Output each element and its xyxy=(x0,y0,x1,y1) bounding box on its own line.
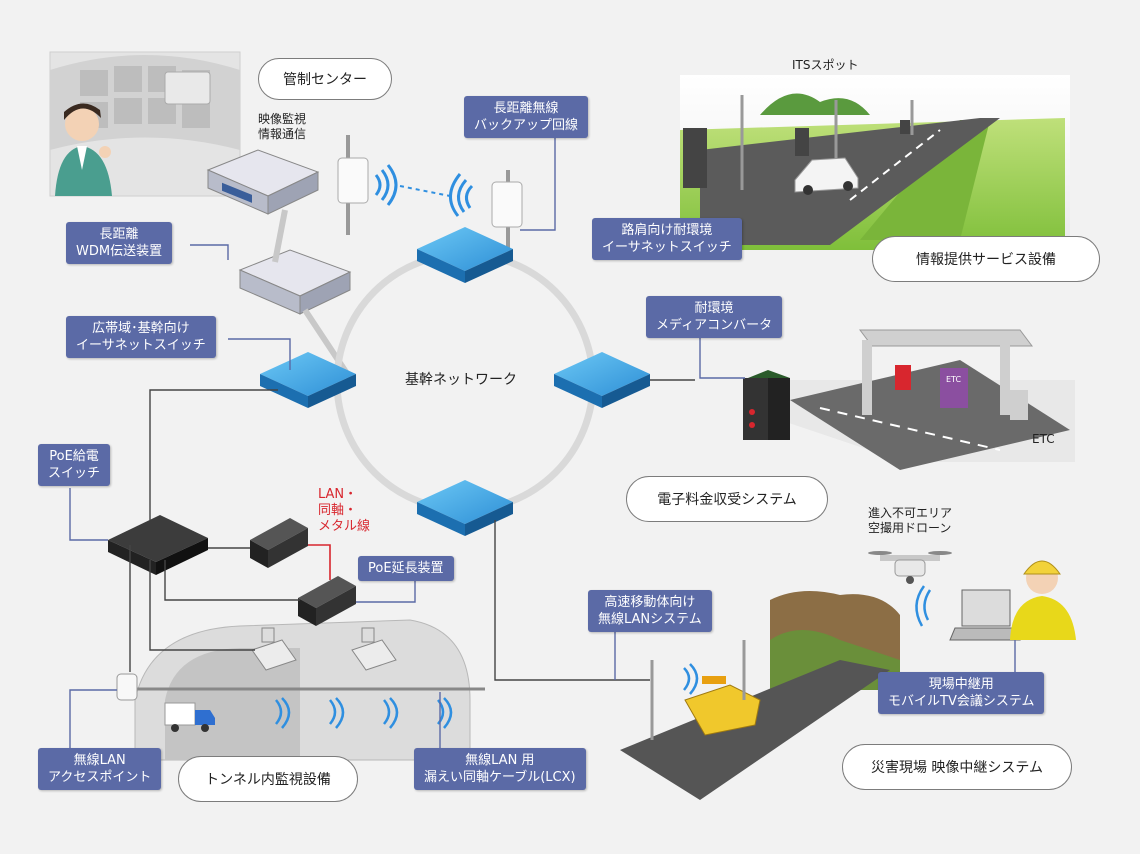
switch-right xyxy=(554,352,650,408)
oval-disaster: 災害現場 映像中継システム xyxy=(842,744,1072,790)
etc-gate-illustration xyxy=(780,329,1075,470)
media-converter-device xyxy=(743,370,790,440)
connection-lines xyxy=(129,379,695,681)
etc-gate-sign: ETC xyxy=(946,375,962,384)
oval-tunnel: トンネル内監視設備 xyxy=(178,756,358,802)
poe-extender-device-1 xyxy=(250,518,308,568)
label-roadside-switch: 路肩向け耐環境 イーサネットスイッチ xyxy=(592,218,742,260)
label-backup-wireless: 長距離無線 バックアップ回線 xyxy=(464,96,589,138)
field-worker-illustration xyxy=(949,560,1076,641)
operator-head xyxy=(65,107,99,141)
red-cable-line xyxy=(308,544,331,580)
poe-switch-device xyxy=(108,515,208,575)
tunnel-truck xyxy=(164,702,215,732)
label-poe-extender: PoE延長装置 xyxy=(358,556,454,581)
backbone-label: 基幹ネットワーク xyxy=(405,372,517,388)
callout-lines xyxy=(69,135,1016,748)
mobile-van xyxy=(684,676,761,736)
operator-body xyxy=(55,146,112,196)
switch-bottom xyxy=(417,480,513,536)
drone-label: 進入不可エリア 空撮用ドローン xyxy=(868,506,953,535)
label-wdm: 長距離 WDM伝送装置 xyxy=(66,222,173,264)
tunnel-illustration xyxy=(130,619,485,761)
label-mobile-tv: 現場中継用 モバイルTV会議システム xyxy=(878,672,1045,714)
cctv-camera-1 xyxy=(251,627,297,671)
antenna-right xyxy=(491,170,523,250)
wireless-signal-icon xyxy=(374,164,474,217)
disaster-road xyxy=(620,660,890,800)
cable-types-label: LAN・ 同軸・ メタル線 xyxy=(318,487,371,534)
rack-server-2 xyxy=(238,249,352,315)
drone-illustration xyxy=(868,551,952,584)
rack-server-1 xyxy=(206,149,320,215)
label-media-converter: 耐環境 メディアコンバータ xyxy=(646,296,783,338)
its-highway-illustration xyxy=(680,75,1070,250)
label-lcx: 無線LAN 用 漏えい同軸ケーブル(LCX) xyxy=(414,748,586,790)
disaster-scene-illustration xyxy=(620,591,900,800)
cctv-camera-2 xyxy=(351,627,397,671)
oval-etc-system: 電子料金収受システム xyxy=(626,476,828,522)
label-high-speed-lan: 高速移動体向け 無線LANシステム xyxy=(588,590,712,632)
poe-extender-device-2 xyxy=(298,576,356,626)
label-wireless-ap: 無線LAN アクセスポイント xyxy=(38,748,162,790)
switch-top xyxy=(417,227,513,283)
its-car xyxy=(794,157,859,195)
switch-left xyxy=(260,352,356,408)
antenna-left xyxy=(337,135,369,235)
wireless-ap-device xyxy=(116,673,138,701)
video-monitoring-label: 映像監視 情報通信 xyxy=(258,112,307,141)
roadside-switch-device xyxy=(683,128,707,188)
its-spot-label: ITSスポット xyxy=(792,58,859,72)
etc-label: ETC xyxy=(1032,432,1055,446)
oval-info-service: 情報提供サービス設備 xyxy=(872,236,1100,282)
label-broadband-switch: 広帯域･基幹向け イーサネットスイッチ xyxy=(66,316,216,358)
label-poe-switch: PoE給電 スイッチ xyxy=(38,444,111,486)
oval-control-center: 管制センター xyxy=(258,58,392,100)
control-room-illustration xyxy=(49,51,241,197)
ring-switches xyxy=(260,227,650,536)
